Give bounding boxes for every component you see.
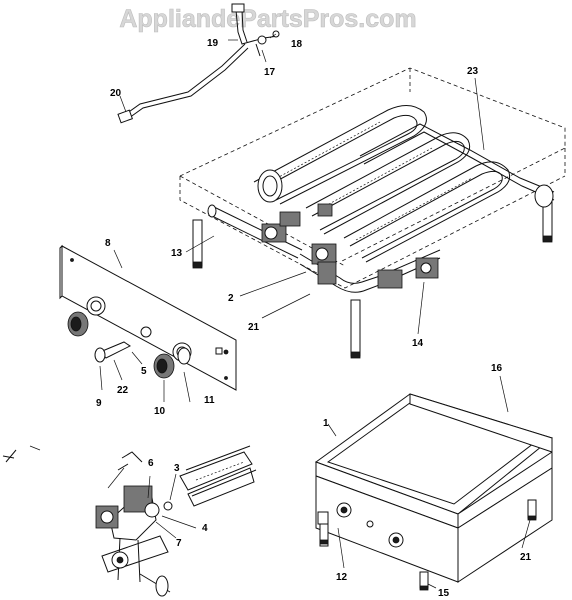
callout-21-upper: 21	[248, 322, 260, 333]
callout-6: 6	[148, 458, 154, 469]
pilot-tubing-assembly	[117, 3, 280, 124]
callout-10: 10	[154, 406, 166, 417]
control-knobs	[67, 311, 223, 379]
callout-22: 22	[117, 385, 129, 396]
callout-11: 11	[204, 395, 215, 406]
callout-2: 2	[228, 293, 234, 304]
callout-5: 5	[141, 366, 147, 377]
callout-7: 7	[176, 538, 182, 549]
callout-3: 3	[174, 463, 180, 474]
callout-4: 4	[202, 523, 208, 534]
burner-tube-set	[253, 105, 555, 263]
callout-9: 9	[96, 398, 102, 409]
callout-8: 8	[105, 238, 111, 249]
callout-12: 12	[336, 572, 348, 583]
callout-15: 15	[438, 588, 450, 599]
control-panel	[59, 244, 237, 391]
gas-manifold	[207, 203, 441, 293]
callout-16: 16	[491, 363, 503, 374]
callout-18: 18	[291, 39, 303, 50]
callout-20: 20	[110, 88, 122, 99]
leader-lines	[99, 33, 531, 589]
callout-17: 17	[264, 67, 276, 78]
callout-1: 1	[323, 418, 329, 429]
callout-13: 13	[171, 248, 183, 259]
callout-23: 23	[467, 66, 479, 77]
callout-21-lower: 21	[520, 552, 532, 563]
callout-labels: 19 18 17 20 23 8 13 2 21 14 5 22 9 11 10…	[96, 38, 532, 599]
callout-14: 14	[412, 338, 424, 349]
valve-detail-inset	[2, 445, 257, 597]
callout-19: 19	[207, 38, 219, 49]
watermark-text: AppliandePartsPros.com	[119, 5, 416, 33]
griddle-unit	[314, 393, 554, 591]
